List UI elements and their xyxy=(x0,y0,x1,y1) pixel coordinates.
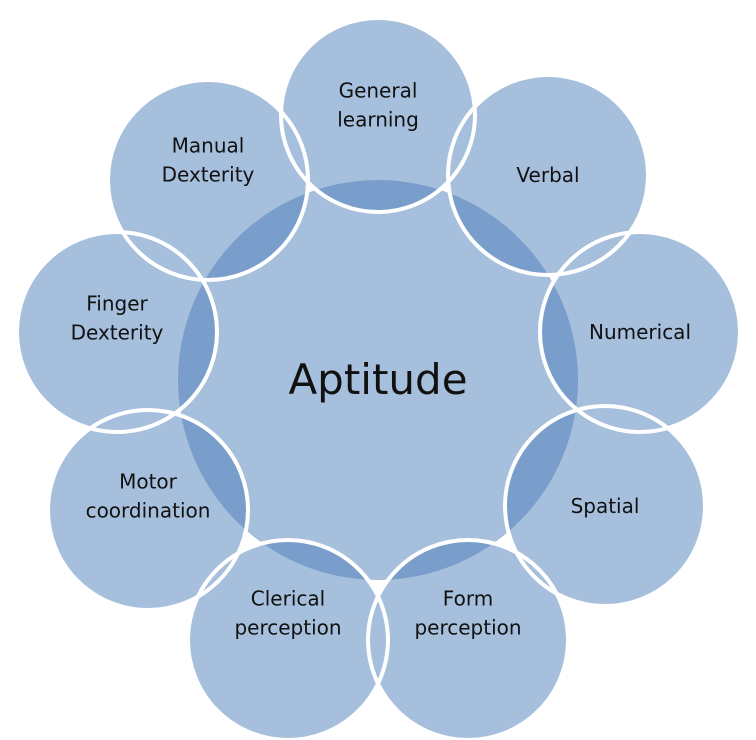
satellite-circle-general-learning xyxy=(281,18,475,212)
satellite-label-form-perception: Form perception xyxy=(414,587,521,640)
satellite-outline-general-learning xyxy=(279,16,477,214)
satellite-circle-clerical-perception xyxy=(188,540,388,740)
satellite-outline-spatial xyxy=(503,404,707,608)
satellite-label-line: Finger xyxy=(86,292,148,316)
satellite-label-line: Dexterity xyxy=(71,321,164,345)
satellite-circle-numerical xyxy=(540,232,740,432)
satellite-label-line: Manual xyxy=(172,134,245,158)
satellite-label-line: perception xyxy=(414,616,521,640)
overlap-manual-dexterity xyxy=(178,180,308,280)
satellite-label-line: General xyxy=(339,79,418,103)
satellite-label-line: Form xyxy=(443,587,493,611)
center-circle xyxy=(178,180,578,580)
satellite-label-line: Spatial xyxy=(571,494,640,518)
satellite-outline-motor-coordination xyxy=(46,408,250,612)
satellite-circle-form-perception xyxy=(368,540,568,740)
satellite-label-line: perception xyxy=(234,616,341,640)
satellite-outline-clerical-perception xyxy=(186,538,390,740)
satellite-label-line: Motor xyxy=(119,470,178,494)
satellite-outline-finger-dexterity xyxy=(15,230,219,434)
satellite-label-line: coordination xyxy=(86,499,211,523)
label-layer: General learningVerbalNumericalSpatialFor… xyxy=(71,79,691,640)
satellite-outline-manual-dexterity xyxy=(106,78,310,282)
satellite-label-line: learning xyxy=(337,108,419,132)
overlap-verbal xyxy=(448,180,578,275)
satellite-label-clerical-perception: Clerical perception xyxy=(234,587,341,640)
satellite-outline-verbal xyxy=(446,73,650,277)
center-label: Aptitude xyxy=(288,355,467,404)
satellite-label-numerical: Numerical xyxy=(589,320,691,344)
satellite-label-line: Dexterity xyxy=(162,163,255,187)
outline-layer xyxy=(15,16,742,740)
satellite-label-line: Numerical xyxy=(589,320,691,344)
satellite-label-spatial: Spatial xyxy=(571,494,640,518)
satellite-label-general-learning: General learning xyxy=(337,79,419,132)
satellite-label-verbal: Verbal xyxy=(516,163,579,187)
satellite-circle-finger-dexterity xyxy=(17,232,217,432)
satellite-label-line: Clerical xyxy=(251,587,325,611)
satellite-outline-form-perception xyxy=(366,538,570,740)
satellite-outline-numerical xyxy=(538,230,742,434)
satellite-label-line: Verbal xyxy=(516,163,579,187)
satellite-label-motor-coordination: Motor coordination xyxy=(86,470,211,523)
